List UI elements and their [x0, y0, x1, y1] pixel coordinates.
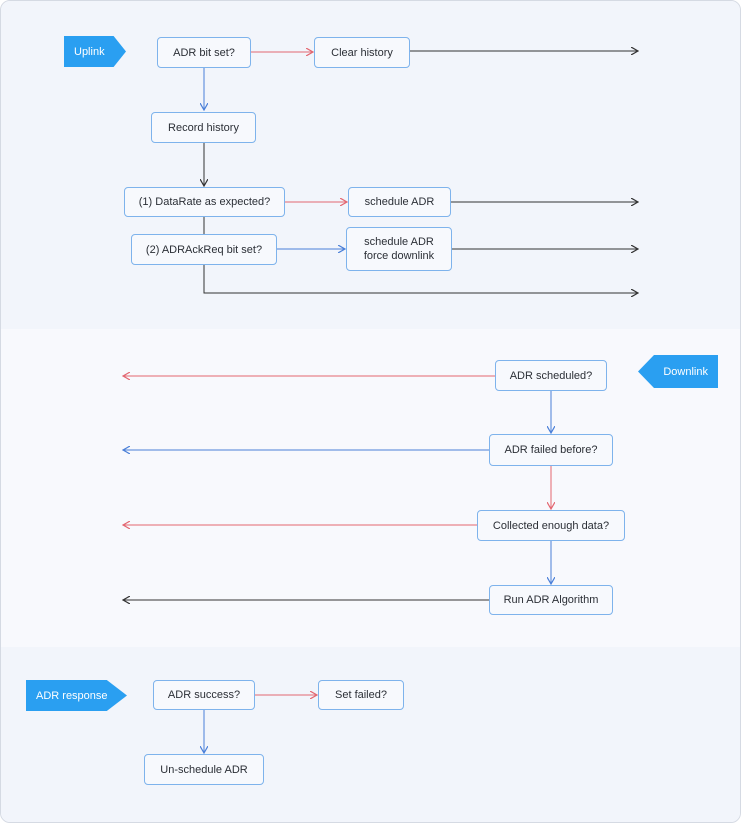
downlink-tag: Downlink [638, 355, 718, 388]
node-collected-enough-data: Collected enough data? [477, 510, 625, 541]
downlink-section [1, 329, 740, 647]
downlink-tag-label: Downlink [663, 365, 708, 378]
uplink-tag: Uplink [64, 36, 126, 67]
node-run-adr-algorithm: Run ADR Algorithm [489, 585, 613, 615]
node-adr-failed-before: ADR failed before? [489, 434, 613, 466]
node-adr-success: ADR success? [153, 680, 255, 710]
node-adrackreq: (2) ADRAckReq bit set? [131, 234, 277, 265]
adr-response-tag: ADR response [26, 680, 127, 711]
node-adr-bit-set: ADR bit set? [157, 37, 251, 68]
node-schedule-adr-force-line1: schedule ADR [364, 236, 434, 248]
uplink-tag-label: Uplink [74, 45, 105, 58]
node-schedule-adr-force-line2: force downlink [363, 250, 435, 262]
adr-response-tag-label: ADR response [36, 689, 108, 702]
node-unschedule-adr: Un-schedule ADR [144, 754, 264, 785]
arrow-adrackreq-fallthrough [203, 265, 638, 293]
node-record-history: Record history [151, 112, 256, 143]
node-datarate-expected: (1) DataRate as expected? [124, 187, 285, 217]
node-clear-history: Clear history [314, 37, 410, 68]
node-set-failed: Set failed? [318, 680, 404, 710]
node-adr-scheduled: ADR scheduled? [495, 360, 607, 391]
adr-response-section [1, 647, 740, 822]
node-schedule-adr-force: schedule ADR force downlink [346, 227, 452, 271]
node-schedule-adr: schedule ADR [348, 187, 451, 217]
